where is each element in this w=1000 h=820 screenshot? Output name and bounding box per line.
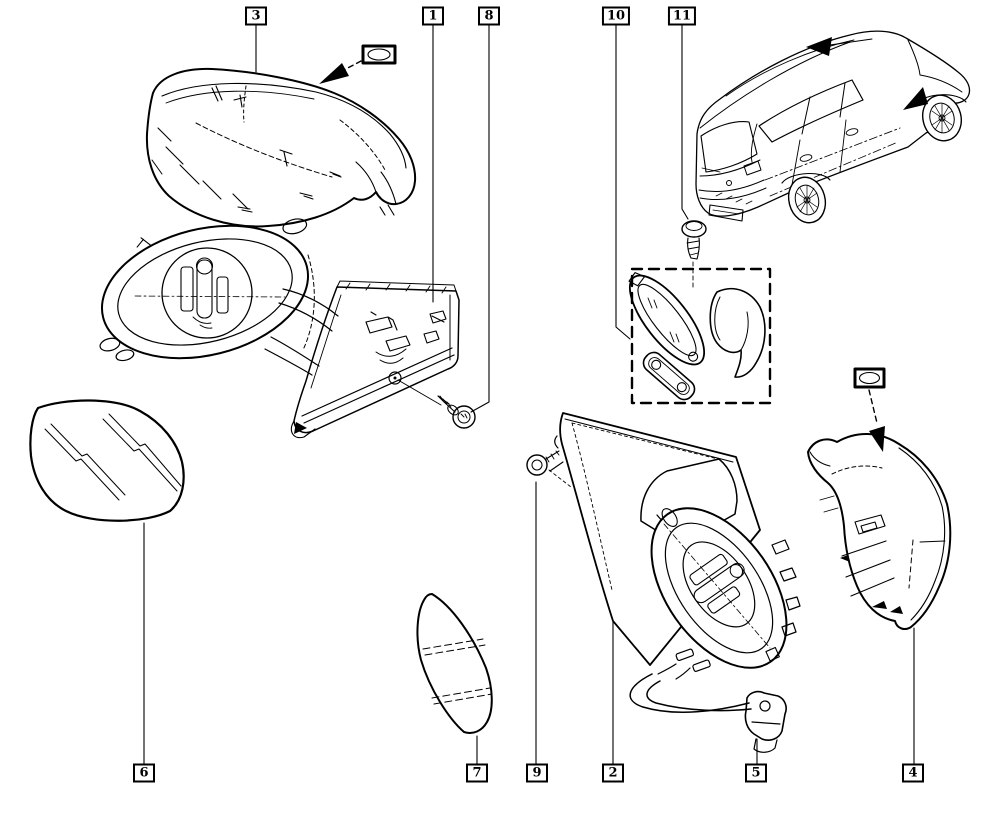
mirror-location-arrow-left [806,37,832,56]
callout-7[interactable]: 7 [466,763,488,783]
callout-11[interactable]: 11 [667,6,697,26]
bracket-plate [642,351,696,401]
kit-cover-piece [709,287,766,378]
callout-4[interactable]: 4 [902,763,924,783]
label-sticker-symbol-bottom [853,367,886,452]
part-8-screw [437,395,476,429]
callout-10[interactable]: 10 [601,6,631,26]
lower-mirror-assembly [640,458,801,672]
arrowhead-icon [869,426,885,452]
front-wheel [915,94,967,142]
part-1-mirror-frame-assembly [99,218,460,439]
mirror-location-arrow-right [903,87,928,110]
mounting-bracket [290,280,460,439]
arrowhead-icon [319,63,349,84]
callout-2[interactable]: 2 [602,763,624,783]
part-10-kit-box [628,267,772,405]
callout-6[interactable]: 6 [133,763,155,783]
part-2-sail-panel [554,412,761,666]
part-3-upper-cover [145,67,417,228]
callout-5[interactable]: 5 [745,763,767,783]
callout-9[interactable]: 9 [526,763,548,783]
leader-lines [143,24,915,765]
seal-ring [628,272,706,366]
part-6-mirror-glass [29,399,185,522]
part-4-lower-cover [807,433,952,630]
part-11-screw [681,220,707,291]
part-5-harness-connector [629,663,787,753]
part-9-screw [526,450,572,488]
callout-8[interactable]: 8 [478,6,500,26]
callout-3[interactable]: 3 [245,6,267,26]
rear-wheel [781,173,831,224]
car-illustration [695,30,971,224]
mirror-motor [161,247,253,339]
label-sticker-symbol-top [319,44,397,84]
part-7-mirror-glass [416,593,493,734]
callout-1[interactable]: 1 [422,6,444,26]
